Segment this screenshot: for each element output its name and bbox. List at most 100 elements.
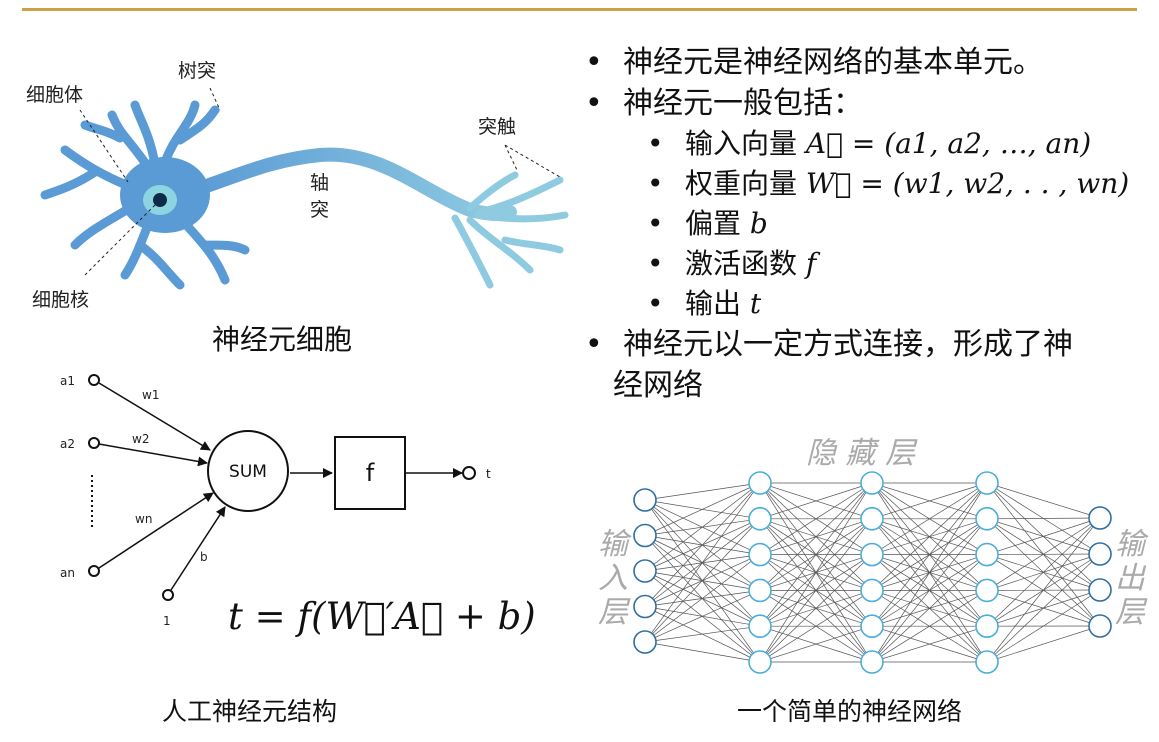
label-bias-input: 1 <box>163 614 171 628</box>
network-nodes <box>633 471 1112 674</box>
sub4-text: 激活函数 <box>685 247 806 280</box>
network-edge <box>759 482 873 627</box>
edge-w1 <box>98 382 211 451</box>
network-edge <box>644 482 761 572</box>
sub-bullet-output: • 输出 t <box>585 284 1145 324</box>
input-node-a1 <box>88 374 100 386</box>
input-node-a2 <box>88 437 100 449</box>
hidden-neuron <box>975 471 999 495</box>
network-edge <box>871 518 988 663</box>
sub5-math: t <box>749 287 762 320</box>
edge-w2 <box>98 443 208 467</box>
network-edge <box>644 554 761 643</box>
label-leaders <box>79 87 561 276</box>
artificial-neuron-diagram: a1 a2 an w1 w2 wn b 1 SUM f t <box>60 374 491 628</box>
network-edge <box>644 482 761 607</box>
neural-network-diagram <box>633 471 1112 674</box>
network-edge <box>644 482 761 643</box>
bullet-1: • 神经元是神经网络的基本单元。 <box>585 42 1145 83</box>
bullet-3-line2: 经网络 <box>613 368 703 403</box>
output-label-char: 层 <box>1115 595 1145 630</box>
neuron-caption: 神经元细胞 <box>212 323 353 356</box>
label-w2: w2 <box>132 432 149 446</box>
edge-wn <box>98 492 214 569</box>
network-caption: 一个简单的神经网络 <box>737 697 963 726</box>
input-node-an <box>88 565 100 577</box>
bullet-dot: • <box>647 287 664 320</box>
bullet-dot: • <box>647 247 664 280</box>
network-edge <box>644 482 761 536</box>
bullet-3-cont: 经网络 <box>585 365 1145 406</box>
sum-label: SUM <box>229 462 267 482</box>
network-edge <box>644 625 761 643</box>
hidden-neuron <box>975 614 999 638</box>
hidden-neuron <box>975 506 999 531</box>
output-layer-label: 输 出 层 <box>1115 528 1149 630</box>
sub1-text: 输入向量 <box>685 127 806 160</box>
sub-bullet-input-vector: • 输入向量 A⃗ = (a1, a2, …, an) <box>585 124 1145 164</box>
sub2-text: 权重向量 <box>685 167 806 200</box>
sub2-math: W⃗ = (w1, w2, . . , wn) <box>805 167 1130 200</box>
sum-node <box>207 430 289 512</box>
label-b: b <box>200 550 208 564</box>
sub-bullet-bias: • 偏置 b <box>585 204 1145 244</box>
input-layer-label: 输 入 层 <box>598 528 632 630</box>
hidden-neuron <box>975 578 999 603</box>
bullet-2: • 神经元一般包括： <box>585 83 1145 124</box>
output-label-char: 输 <box>1115 527 1145 562</box>
network-edge <box>644 482 761 501</box>
bullet-dot: • <box>647 127 664 160</box>
hidden-neuron <box>748 542 772 567</box>
network-edge <box>986 553 1101 663</box>
label-synapse: 突触 <box>478 116 517 138</box>
sub-bullet-weight-vector: • 权重向量 W⃗ = (w1, w2, . . , wn) <box>585 164 1145 204</box>
output-label: t <box>486 467 491 481</box>
bullet-2-text: 神经元一般包括： <box>623 86 863 121</box>
sub-bullet-activation: • 激活函数 f <box>585 244 1145 284</box>
network-edge <box>759 482 873 520</box>
network-edge <box>759 482 873 663</box>
hidden-neuron <box>860 471 884 495</box>
network-edge <box>871 590 988 663</box>
bullet-list: • 神经元是神经网络的基本单元。 • 神经元一般包括： • 输入向量 A⃗ = … <box>585 42 1145 406</box>
bullet-3: • 神经元以一定方式连接，形成了神 <box>585 324 1145 365</box>
input-neuron <box>633 594 657 619</box>
bullet-dot: • <box>585 327 603 362</box>
activation-box <box>334 436 406 510</box>
network-edge <box>986 482 1101 519</box>
hidden-neuron <box>748 578 772 603</box>
hidden-neuron <box>860 614 884 638</box>
network-edge <box>986 625 1101 663</box>
input-label-char: 输 <box>598 527 628 562</box>
axon-terminals <box>451 171 569 289</box>
edge-bias <box>170 506 226 591</box>
label-nucleus: 细胞核 <box>32 289 90 311</box>
bullet-dot: • <box>647 207 664 240</box>
bullet-dot: • <box>647 167 664 200</box>
label-a1: a1 <box>60 374 75 388</box>
network-edge <box>871 625 988 663</box>
network-edge <box>871 482 988 663</box>
label-a2: a2 <box>60 437 75 451</box>
axon <box>188 147 517 222</box>
output-neuron <box>1088 578 1112 602</box>
network-edge <box>759 590 873 663</box>
label-axon-line1: 轴 <box>310 172 330 194</box>
output-label-char: 出 <box>1115 561 1145 596</box>
network-edge <box>644 590 761 643</box>
output-neuron <box>1088 506 1112 530</box>
network-edge <box>986 517 1101 591</box>
label-wn: wn <box>135 512 152 526</box>
bias-node <box>162 589 174 601</box>
sub3-math: b <box>749 207 768 240</box>
input-label-char: 入 <box>598 561 628 596</box>
output-node <box>462 466 476 480</box>
bullet-dot: • <box>585 45 603 80</box>
network-edge <box>986 517 1101 555</box>
network-edge <box>759 554 873 663</box>
top-divider-line <box>22 8 1137 11</box>
hidden-layer-label: 隐 藏 层 <box>806 436 916 471</box>
network-edge <box>644 518 761 643</box>
network-edge <box>759 518 873 663</box>
network-edge <box>986 517 1101 663</box>
